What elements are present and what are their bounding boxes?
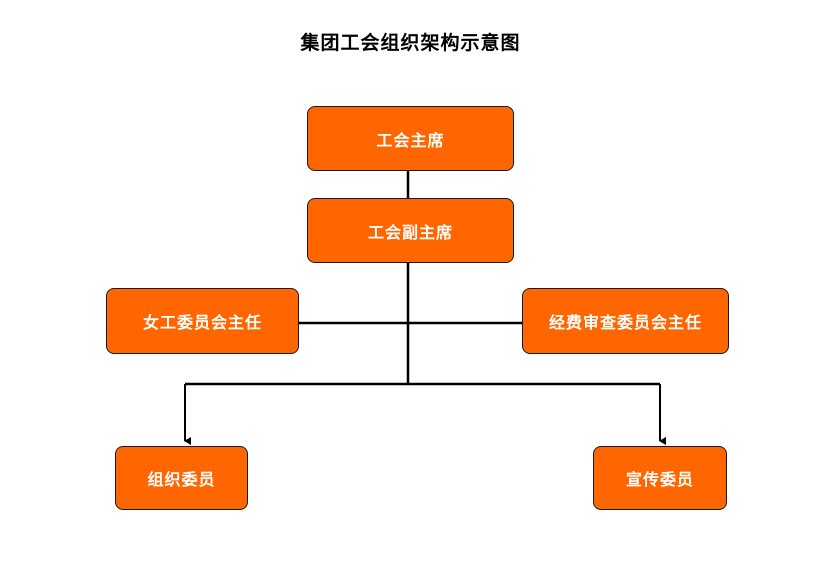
node-chairman: 工会主席 (307, 106, 514, 171)
node-organization-member: 组织委员 (115, 446, 248, 510)
diagram-title: 集团工会组织架构示意图 (300, 32, 521, 54)
node-audit-committee-director: 经费审查委员会主任 (522, 288, 729, 354)
node-publicity-member: 宣传委员 (593, 446, 727, 510)
node-women-committee-director: 女工委员会主任 (106, 288, 299, 354)
node-vice-chairman: 工会副主席 (307, 198, 514, 263)
